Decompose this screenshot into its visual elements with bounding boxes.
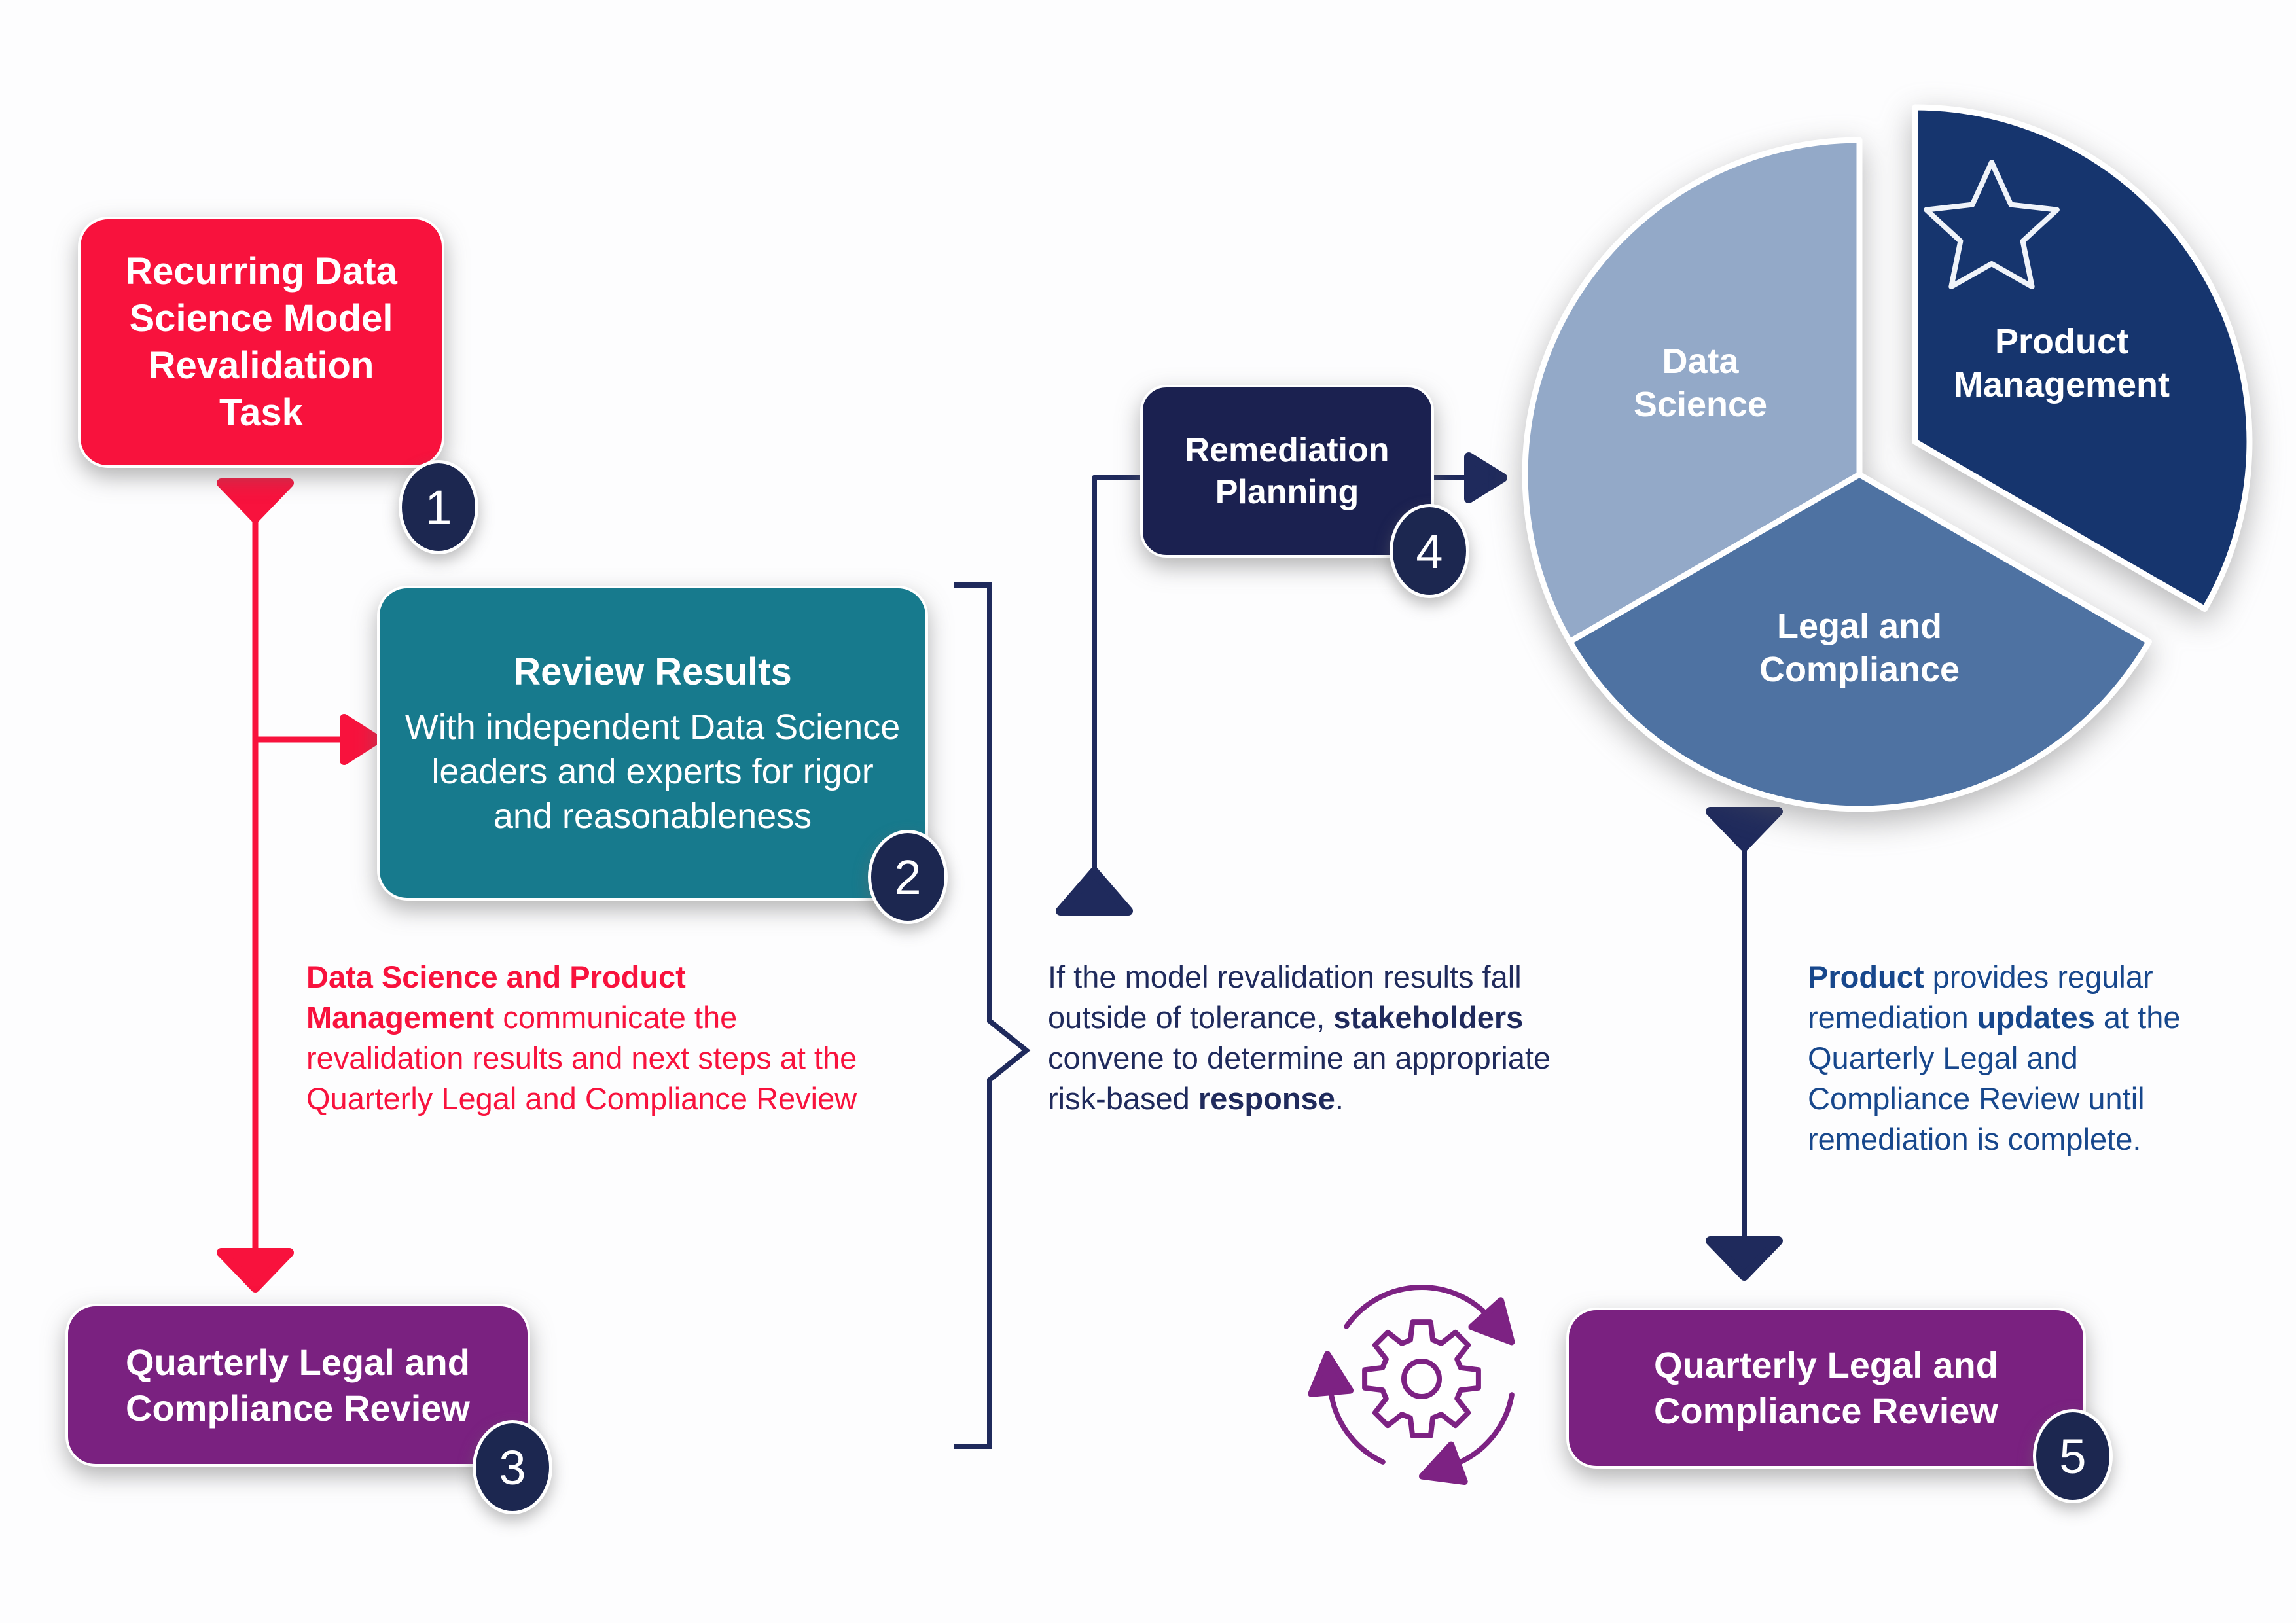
step-number: 4 [1416, 524, 1443, 579]
cycle-arrowhead-icon [1308, 1351, 1354, 1397]
review-results-title: Review Results [513, 650, 792, 693]
quarterly-review-label: Quarterly Legal and Compliance Review [1654, 1344, 1998, 1431]
communication-note: Data Science and Product Management comm… [306, 959, 857, 1116]
step-number: 3 [499, 1440, 526, 1495]
quarterly-review-box-5: Quarterly Legal and Compliance Review [1566, 1308, 2086, 1469]
pie-to-review-connector [1706, 807, 1783, 1281]
tolerance-note: If the model revalidation results fall o… [1048, 959, 1551, 1116]
recurring-task-label: Recurring Data Science Model Revalidatio… [125, 250, 397, 434]
step-badge-3: 3 [473, 1420, 552, 1514]
arrow-up-icon [1056, 867, 1133, 916]
cycle-arc [1450, 1392, 1515, 1468]
pie-label-legal-and-compliance: Legal and Compliance [1759, 607, 1960, 689]
step-number: 5 [2059, 1429, 2087, 1484]
cycle-arrowhead-icon [1468, 1297, 1515, 1346]
pie-label-data-science: Data Science [1633, 342, 1768, 424]
arrow-down-icon [217, 1248, 294, 1293]
stakeholder-pie-chart [1522, 104, 2253, 812]
pie-slice-legal-and-compliance [1567, 471, 2152, 812]
arrow-right-icon [1464, 452, 1507, 503]
quarterly-review-box-3: Quarterly Legal and Compliance Review [65, 1304, 530, 1467]
arrow-right-icon [340, 714, 382, 765]
star-icon [1924, 160, 2060, 289]
remediation-planning-box: Remediation Planning [1140, 385, 1434, 558]
step-number: 2 [894, 849, 922, 904]
arrow-down-icon [217, 478, 294, 523]
red-flow-connector [217, 478, 382, 1293]
review-results-body: With independent Data Science leaders an… [404, 707, 901, 836]
review-results-box: Review Results With independent Data Sci… [377, 586, 928, 901]
step-badge-4: 4 [1390, 504, 1469, 598]
brace-bracket [954, 582, 1031, 1449]
remediation-updates-note: Product provides regular remediation upd… [1808, 959, 2181, 1156]
arrow-down-icon [1706, 807, 1783, 851]
gear-hub [1401, 1359, 1442, 1399]
recurring-task-box: Recurring Data Science Model Revalidatio… [78, 217, 444, 468]
cycle-arrowhead-icon [1418, 1441, 1468, 1485]
remediation-connector [1056, 452, 1507, 916]
step-badge-5: 5 [2033, 1409, 2113, 1503]
pie-slice-product-management [1912, 104, 2253, 612]
arrow-down-icon [1706, 1236, 1783, 1281]
remediation-planning-label: Remediation Planning [1185, 431, 1390, 511]
cycle-arc [1344, 1285, 1492, 1329]
quarterly-review-label: Quarterly Legal and Compliance Review [126, 1341, 470, 1429]
step-badge-1: 1 [399, 460, 478, 554]
cycle-arc [1327, 1384, 1386, 1465]
step-number: 1 [425, 480, 452, 535]
step-badge-2: 2 [868, 830, 948, 924]
gear-cycle-icon [1308, 1285, 1515, 1485]
pie-label-product-management: Product Management [1953, 322, 2170, 404]
pie-slice-data-science [1522, 137, 1863, 645]
